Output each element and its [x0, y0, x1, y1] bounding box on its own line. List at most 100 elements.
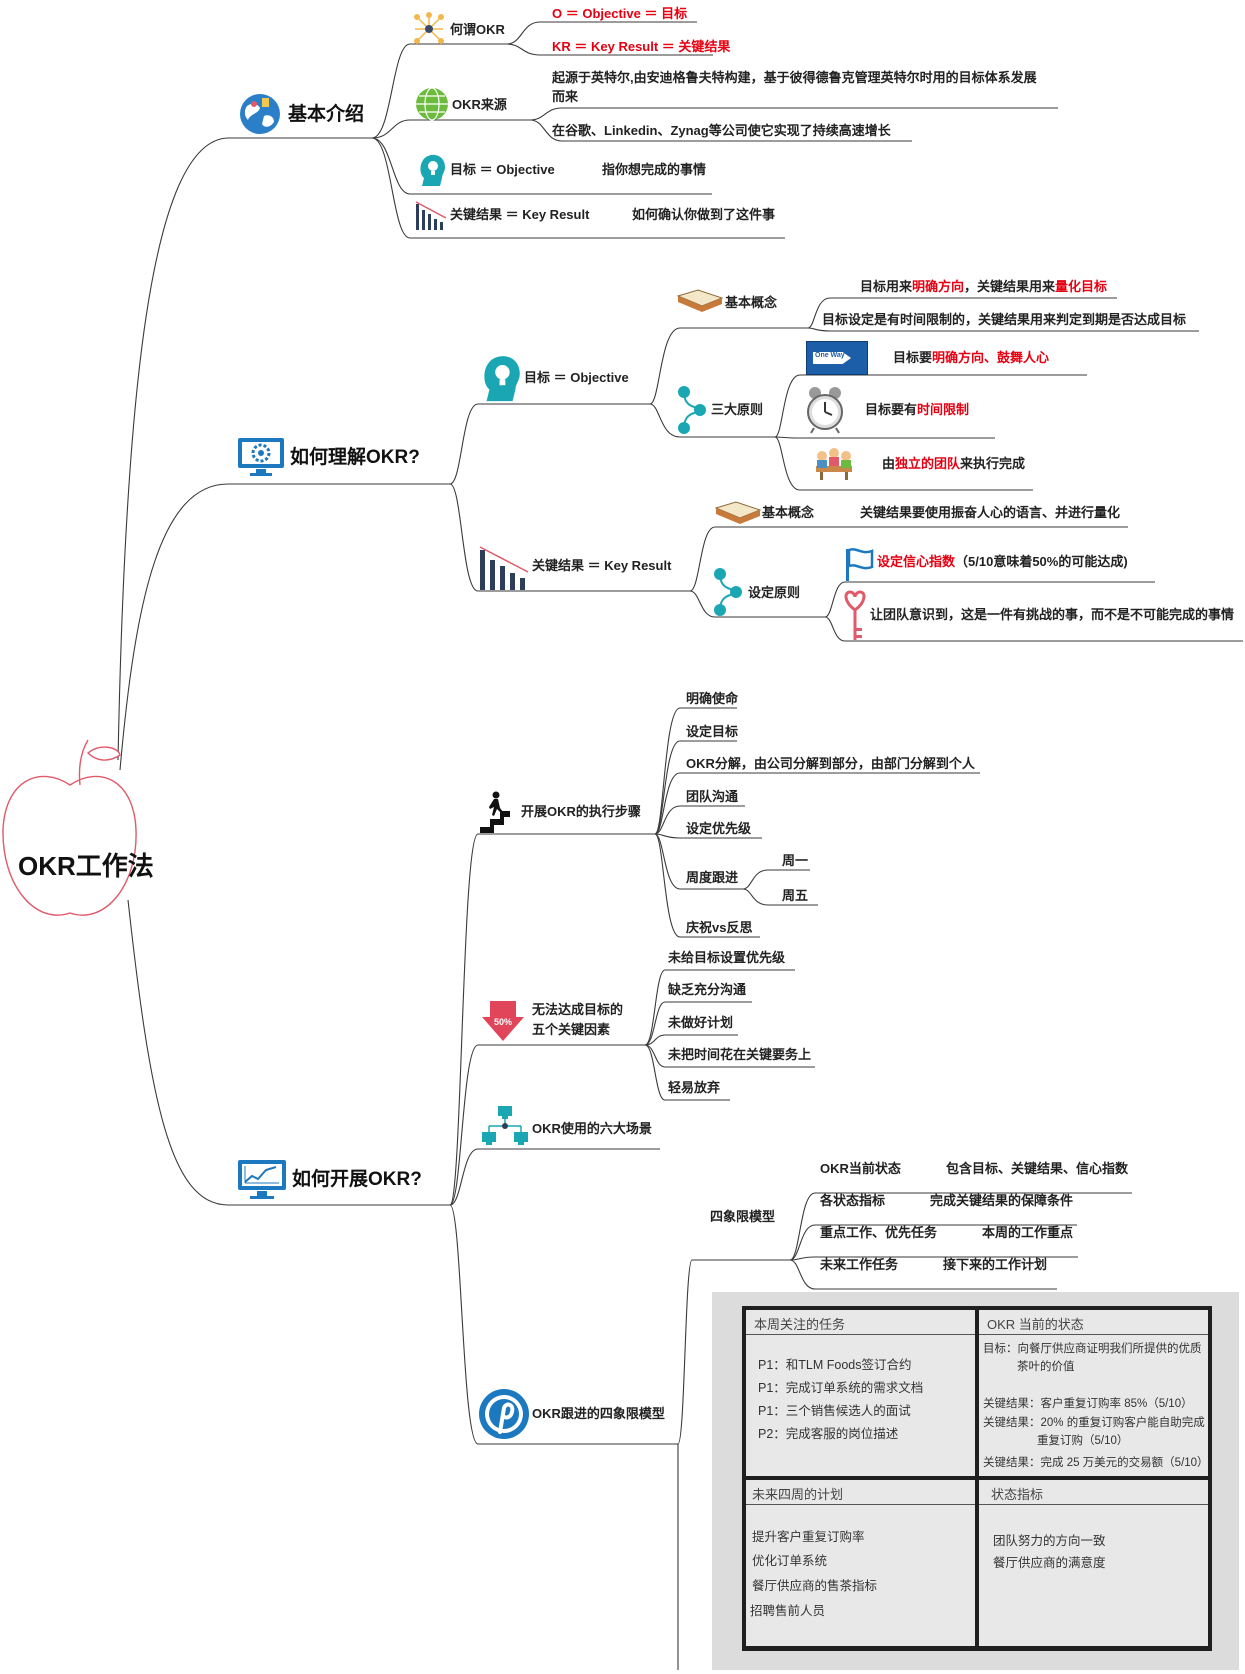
- network-nodes-icon: [414, 12, 444, 44]
- six-scenes-label[interactable]: OKR使用的六大场景: [532, 1121, 652, 1136]
- bar-chart-decline-icon: [415, 201, 447, 230]
- quadrant-row-value: 包含目标、关键结果、信心指数: [946, 1161, 1129, 1176]
- task-item: P2：完成客服的岗位描述: [758, 1427, 899, 1441]
- kr-concept-label[interactable]: 基本概念: [762, 505, 815, 520]
- step-item: OKR分解，由公司分解到部分，由部门分解到个人: [686, 756, 975, 771]
- status-item: 关键结果：客户重复订购率 85%（5/10）: [983, 1398, 1193, 1410]
- obj-concept-label[interactable]: 基本概念: [725, 295, 778, 310]
- panel-status-metrics: 状态指标 团队努力的方向一致 餐厅供应商的满意度: [979, 1480, 1208, 1646]
- status-item: 关键结果：完成 25 万美元的交易额（5/10）: [983, 1457, 1209, 1469]
- plan-item: 优化订单系统: [752, 1554, 828, 1568]
- open-book-icon: [714, 501, 762, 524]
- origin-text-2: 而来: [552, 89, 579, 104]
- plan-item: 招聘售前人员: [750, 1604, 826, 1618]
- obj-principle-1: 目标要明确方向、鼓舞人心: [893, 350, 1050, 365]
- kr-principles-label[interactable]: 设定原则: [748, 585, 801, 600]
- head-lightbulb-icon: [484, 356, 520, 402]
- step-item: 庆祝vs反思: [686, 920, 753, 935]
- understand-kr-label[interactable]: 关键结果 ＝ Key Result: [532, 558, 672, 573]
- climbing-stairs-icon: [480, 791, 510, 833]
- metric-item: 餐厅供应商的满意度: [993, 1556, 1106, 1570]
- quadrant-table: 本周关注的任务 P1：和TLM Foods签订合约 P1：完成订单系统的需求文档…: [742, 1306, 1212, 1651]
- branch-understand-okr[interactable]: 如何理解OKR?: [290, 447, 420, 468]
- network-computers-icon: [482, 1106, 528, 1145]
- obj-concept-item-2: 目标设定是有时间限制的，关键结果用来判定到期是否达成目标: [822, 312, 1187, 327]
- pinterest-icon: [479, 1389, 529, 1439]
- quadrant-model-label[interactable]: 四象限模型: [710, 1209, 776, 1224]
- quadrant-row-key: 各状态指标: [820, 1193, 886, 1208]
- apple-root-icon: [2, 739, 137, 916]
- plan-item: 提升客户重复订购率: [752, 1530, 865, 1544]
- panel-title: OKR 当前的状态: [987, 1317, 1084, 1332]
- basic-objective-label[interactable]: 目标 ＝ Objective: [450, 162, 555, 177]
- factor-item: 未给目标设置优先级: [668, 950, 786, 965]
- kr-definition: KR ＝ Key Result ＝ 关键结果: [552, 39, 731, 54]
- execution-steps-label[interactable]: 开展OKR的执行步骤: [521, 804, 641, 819]
- quadrant-row-value: 接下来的工作计划: [943, 1257, 1048, 1272]
- o-definition: O ＝ Objective ＝ 目标: [552, 6, 688, 21]
- team-meeting-icon: [816, 448, 852, 480]
- factor-item: 未做好计划: [668, 1015, 734, 1030]
- key-result-desc: 如何确认你做到了这件事: [632, 207, 776, 222]
- task-item: P1：三个销售候选人的面试: [758, 1404, 911, 1418]
- obj-principle-2: 目标要有时间限制: [865, 402, 970, 417]
- alarm-clock-icon: [807, 387, 843, 434]
- branch-execute-okr[interactable]: 如何开展OKR?: [292, 1169, 422, 1190]
- branching-nodes-icon: [678, 386, 706, 434]
- okr-origin-label[interactable]: OKR来源: [452, 97, 507, 112]
- monitor-gear-icon: [238, 438, 284, 476]
- basic-key-result-label[interactable]: 关键结果 ＝ Key Result: [450, 207, 590, 222]
- metric-item: 团队努力的方向一致: [993, 1534, 1106, 1548]
- panel-title: 未来四周的计划: [752, 1487, 844, 1502]
- factor-item: 缺乏充分沟通: [668, 982, 747, 997]
- one-way-sign-icon: One Way: [806, 341, 868, 375]
- quadrant-row-value: 本周的工作重点: [982, 1225, 1074, 1240]
- step-item: 团队沟通: [686, 789, 739, 804]
- down-arrow-50-icon: [482, 1001, 524, 1041]
- root-title[interactable]: OKR工作法: [18, 851, 154, 881]
- task-item: P1：完成订单系统的需求文档: [758, 1381, 924, 1395]
- panel-okr-status: OKR 当前的状态 目标：向餐厅供应商证明我们所提供的优质 茶叶的价值 关键结果…: [979, 1310, 1209, 1476]
- quadrant-row-value: 完成关键结果的保障条件: [930, 1193, 1074, 1208]
- quadrant-photo: 本周关注的任务 P1：和TLM Foods签订合约 P1：完成订单系统的需求文档…: [712, 1292, 1239, 1670]
- panel-weekly-tasks: 本周关注的任务 P1：和TLM Foods签订合约 P1：完成订单系统的需求文档…: [746, 1310, 975, 1476]
- status-item: 关键结果：20% 的重复订购客户能自助完成: [983, 1417, 1205, 1429]
- bar-chart-decline-icon: [479, 546, 529, 590]
- branching-nodes-icon: [714, 568, 742, 616]
- factors-label-line1[interactable]: 无法达成目标的: [532, 1002, 624, 1017]
- factors-label-line2[interactable]: 五个关键因素: [532, 1022, 611, 1037]
- step-item: 设定优先级: [686, 821, 752, 836]
- quadrant-model-branch-label[interactable]: OKR跟进的四象限模型: [532, 1406, 665, 1421]
- kr-concept-item-1: 关键结果要使用振奋人心的语言、并进行量化: [860, 505, 1121, 520]
- objective-desc: 指你想完成的事情: [602, 162, 707, 177]
- step-item-weekly: 周度跟进: [686, 870, 739, 885]
- task-item: P1：和TLM Foods签订合约: [758, 1358, 912, 1372]
- quadrant-row-key: 重点工作、优先任务: [820, 1225, 938, 1240]
- head-lightbulb-icon: [420, 154, 445, 186]
- status-item: 目标：向餐厅供应商证明我们所提供的优质: [983, 1343, 1202, 1355]
- branch-basic-intro[interactable]: 基本介绍: [288, 104, 365, 125]
- what-is-okr-label[interactable]: 何谓OKR: [450, 22, 505, 37]
- obj-principles-label[interactable]: 三大原则: [711, 402, 764, 417]
- globe-icon: [240, 94, 280, 134]
- obj-principle-3: 由独立的团队来执行完成: [882, 456, 1026, 471]
- weekly-friday: 周五: [782, 888, 809, 903]
- kr-principle-1: 设定信心指数（5/10意味着50%的可能达成): [877, 554, 1128, 569]
- origin-text-1: 起源于英特尔,由安迪格鲁夫特构建，基于彼得德鲁克管理英特尔时用的目标体系发展: [552, 70, 1037, 85]
- one-way-sign-text: One Way: [815, 352, 845, 359]
- heart-key-icon: [844, 590, 866, 640]
- panel-title: 状态指标: [991, 1487, 1044, 1502]
- open-book-icon: [676, 289, 724, 312]
- understand-objective-label[interactable]: 目标 ＝ Objective: [524, 370, 629, 385]
- panel-title: 本周关注的任务: [754, 1317, 846, 1332]
- obj-concept-item-1: 目标用来明确方向，关键结果用来量化目标: [860, 279, 1108, 294]
- status-item: 重复订购（5/10）: [1037, 1435, 1129, 1447]
- step-item: 明确使命: [686, 691, 739, 706]
- status-item: 茶叶的价值: [1017, 1361, 1075, 1373]
- factor-item: 未把时间花在关键要务上: [668, 1047, 812, 1062]
- origin-text-3: 在谷歌、Linkedin、Zynag等公司使它实现了持续高速增长: [552, 123, 891, 138]
- quadrant-row-key: 未来工作任务: [820, 1257, 899, 1272]
- fifty-percent-badge: 50%: [494, 1017, 513, 1027]
